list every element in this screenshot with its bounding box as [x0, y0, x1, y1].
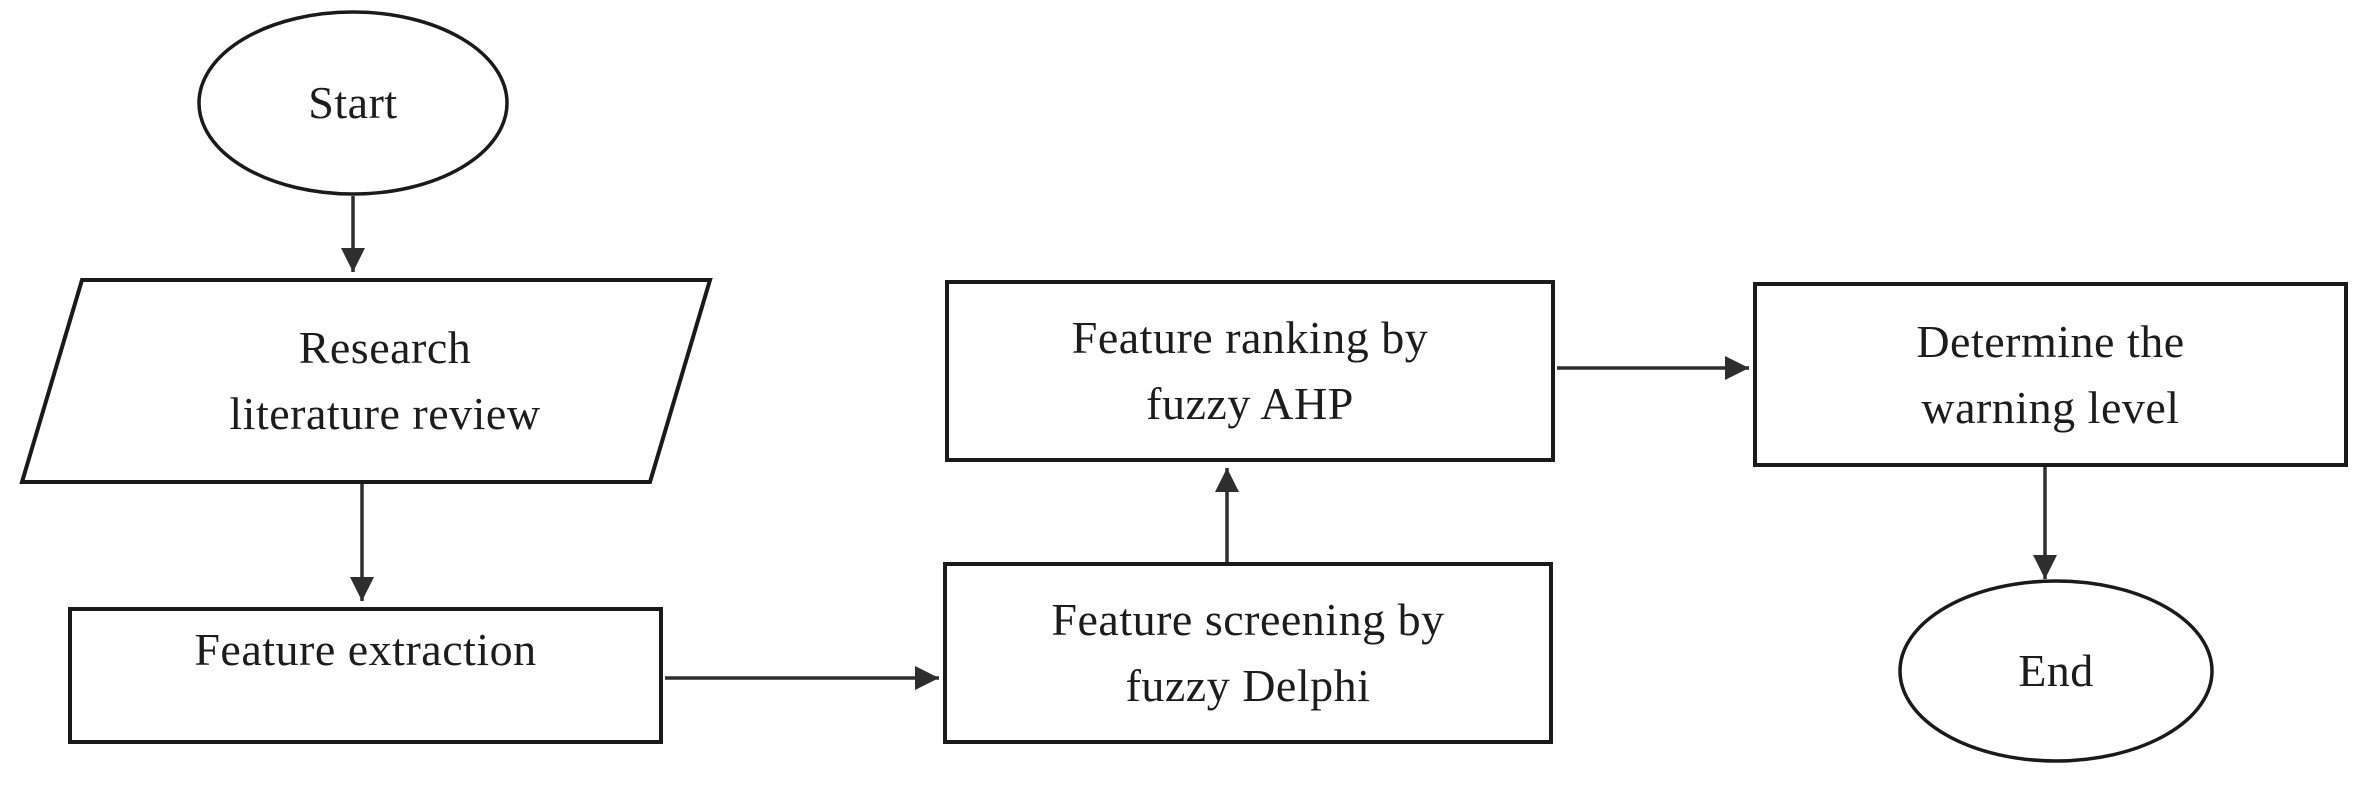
feature-extraction-node-label: Feature extraction	[70, 609, 661, 742]
research-label-line1: Research	[298, 322, 472, 373]
connector-arrows	[341, 196, 2057, 690]
research-label-line2: literature review	[229, 388, 541, 439]
research-node-label: Research literature review	[90, 280, 680, 482]
feature-ranking-process-shape	[945, 280, 1555, 462]
feature-extraction-process-shape	[68, 607, 663, 744]
end-label-text: End	[2018, 645, 2094, 696]
feature-ranking-node-label: Feature ranking by fuzzy AHP	[947, 282, 1553, 460]
feature-screening-node-label: Feature screening by fuzzy Delphi	[945, 564, 1551, 742]
node-shapes	[19, 10, 2348, 763]
determine-warning-level-process-shape	[1753, 282, 2348, 467]
research-parallelogram-shape	[19, 278, 713, 484]
determine-label-line1: Determine the	[1916, 315, 2185, 367]
start-terminator-shape	[197, 10, 509, 196]
start-node-label: Start	[197, 12, 509, 194]
feature-screening-process-shape	[943, 562, 1553, 744]
end-terminator-shape	[1898, 579, 2214, 763]
determine-label-line2: warning level	[1921, 381, 2180, 433]
feature-screening-label-line2: fuzzy Delphi	[1125, 660, 1371, 711]
determine-warning-level-node-label: Determine the warning level	[1755, 284, 2346, 465]
feature-extraction-label-text: Feature extraction	[194, 624, 537, 675]
start-label-text: Start	[308, 77, 398, 128]
feature-ranking-label-line1: Feature ranking by	[1071, 312, 1429, 363]
end-node-label: End	[1900, 581, 2212, 761]
feature-screening-label-line1: Feature screening by	[1051, 594, 1445, 645]
feature-ranking-label-line2: fuzzy AHP	[1146, 378, 1354, 429]
